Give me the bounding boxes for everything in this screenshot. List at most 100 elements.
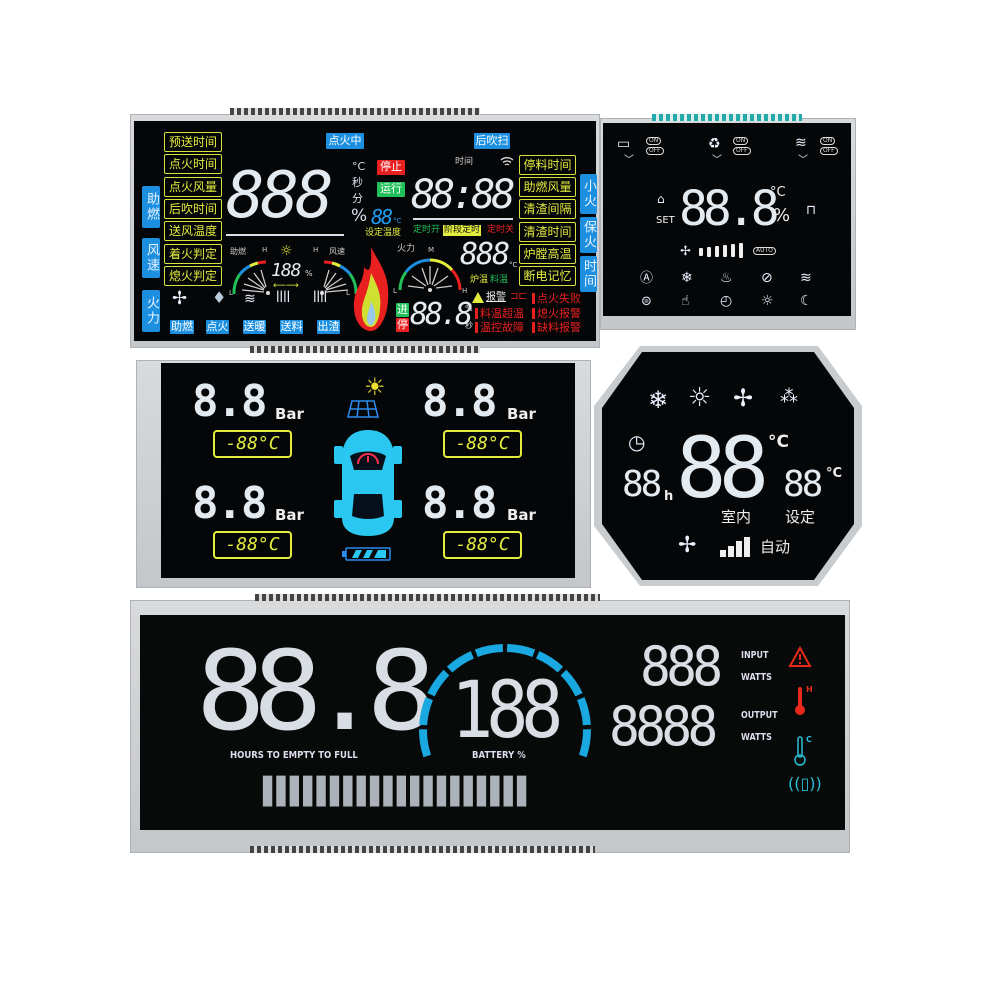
set-label: SET — [656, 215, 675, 226]
pressure-rear-right: 8.8 — [422, 478, 497, 529]
ac-off-badge: OFF — [646, 147, 664, 155]
label-air-temp: 送风温度 — [164, 221, 222, 241]
arrows-icon: ⟵⟶ — [273, 281, 299, 291]
set-temp-unit: °C — [393, 217, 402, 225]
alarm-label: 报警 — [486, 292, 506, 303]
gauge-fire-l: L — [393, 287, 397, 295]
sun-icon: ☼ — [688, 383, 712, 413]
recycle-icon: ♻ — [708, 136, 721, 152]
indoor-label: 室内 — [721, 508, 752, 526]
label-afterblow: 后吹扫 — [474, 133, 510, 149]
battery-arc-segment — [474, 644, 504, 657]
timer-on-label: 定时开 — [413, 225, 441, 235]
unit-rear-right: Bar — [507, 506, 536, 524]
wifi-icon — [500, 157, 514, 166]
gauge-fire-m: M — [428, 246, 435, 254]
pressure-front-left: 8.8 — [192, 376, 267, 427]
battery-arc-segment — [535, 651, 564, 673]
unit-front-right: Bar — [507, 405, 536, 423]
battery-arc-segment — [446, 651, 475, 673]
timer-icon: ◷ — [628, 430, 646, 454]
spring-feed-icon: ꟾꟾꟾꟾ — [276, 291, 291, 305]
label-time-side: 时间 — [580, 256, 597, 292]
wireless-charging-icon: ((▯)) — [788, 774, 822, 793]
moon-icon: ☾ — [800, 293, 813, 309]
label-igniting: 点火中 — [326, 133, 364, 149]
water-drop-icon: ♦ — [212, 288, 227, 307]
boiler-pins-top — [230, 108, 480, 115]
heat-off-badge: OFF — [820, 147, 838, 155]
in-indicator: 进 — [396, 303, 409, 317]
snowflake-icon: ❄ — [648, 386, 669, 414]
alarm-temp-control-fault: 温控故障 — [475, 322, 524, 333]
gauge-left-h: H — [262, 246, 268, 254]
wind-icon: ≋ — [800, 270, 812, 286]
label-preheat-time: 预送时间 — [164, 132, 222, 152]
hours-digits: 88.8 — [196, 627, 436, 755]
battery-icon — [342, 547, 391, 561]
main-digits: 888 — [226, 159, 334, 233]
temp-front-right: -88°C — [443, 430, 522, 458]
label-afterblow-time: 后吹时间 — [164, 199, 222, 219]
battery-label: BATTERY % — [472, 750, 526, 761]
label-power-memory: 断电记忆 — [519, 266, 576, 286]
chevron-down-icon: ﹀ — [712, 155, 722, 166]
label-bottom-ash: 出渣 — [317, 320, 340, 334]
battery-arc-segment — [506, 644, 536, 657]
fan-level-icon — [720, 537, 750, 557]
hand-icon: ☝ — [681, 293, 690, 309]
set-unit: °C — [826, 466, 843, 481]
fan-icon: ✢ — [680, 244, 691, 259]
fan-icon: ✢ — [678, 533, 697, 558]
power-pins-bottom — [250, 846, 595, 853]
clock-digits: 88:88 — [411, 172, 515, 218]
spring-ash-icon: ꟾꟾꟾꟾ — [313, 291, 328, 305]
temp-low-mark: C — [806, 735, 812, 744]
battery-arc-segment — [578, 729, 591, 758]
label-bottom-assist: 助燃 — [170, 320, 194, 334]
fan-speed-bars — [699, 243, 743, 258]
feed-unit-percent: % — [465, 304, 473, 313]
text-segments-display: ████████████████████ — [263, 777, 531, 807]
unit-minute: 分 — [352, 192, 363, 205]
label-clean-time: 清渣时间 — [519, 222, 576, 242]
fresh-on-badge: ON — [733, 137, 749, 145]
flame-icon — [353, 247, 389, 331]
stop-indicator: 停止 — [377, 160, 405, 175]
label-fire-power: 火力 — [142, 290, 160, 332]
boiler-pins-bottom — [250, 346, 480, 353]
sun-icon: ☼ — [280, 243, 293, 259]
temp-rear-right: -88°C — [443, 531, 522, 559]
thermostat-main-digits: 88.8 — [679, 181, 780, 237]
label-assist-air: 助燃风量 — [519, 177, 576, 197]
ac-lcd-glass — [594, 346, 862, 586]
alarm-out-of-material: 缺料报警 — [532, 322, 581, 333]
dry-icon: ⊘ — [761, 270, 773, 286]
unit-second: 秒 — [352, 176, 363, 189]
percent-digits: 188 — [271, 260, 301, 281]
label-ignite-air: 点火风量 — [164, 177, 222, 197]
gauge-left-l: L — [229, 289, 233, 297]
temp-front-left: -88°C — [213, 430, 292, 458]
feed-digits: 88.8 — [410, 297, 473, 332]
label-fire-judge: 着火判定 — [164, 244, 222, 264]
gauge-left — [232, 260, 270, 295]
feed-unit-second: 秒 — [465, 321, 473, 330]
thermometer-high-icon — [795, 687, 805, 715]
auto-mode-icon: Ⓐ — [640, 271, 654, 286]
run-indicator: 运行 — [377, 182, 405, 197]
warning-icon — [472, 292, 484, 303]
alarm-material-overtemp: 料温超温 — [475, 308, 524, 319]
house-thermometer-icon: ⌂ — [657, 192, 665, 206]
thermometer-low-icon — [794, 736, 806, 766]
fan-icon: ✢ — [172, 288, 188, 309]
label-bottom-ignite: 点火 — [206, 320, 229, 334]
temp-high-mark: H — [806, 685, 813, 694]
set-temp-label: 设定温度 — [365, 228, 402, 238]
battery-digits: 188 — [451, 666, 563, 756]
unit-rear-left: Bar — [275, 506, 304, 524]
floor-heating-icon: ≋ — [795, 135, 807, 151]
gauge-right-h: H — [313, 246, 319, 254]
divider-line — [226, 234, 344, 236]
gauge-right-label: 风速 — [329, 247, 345, 256]
